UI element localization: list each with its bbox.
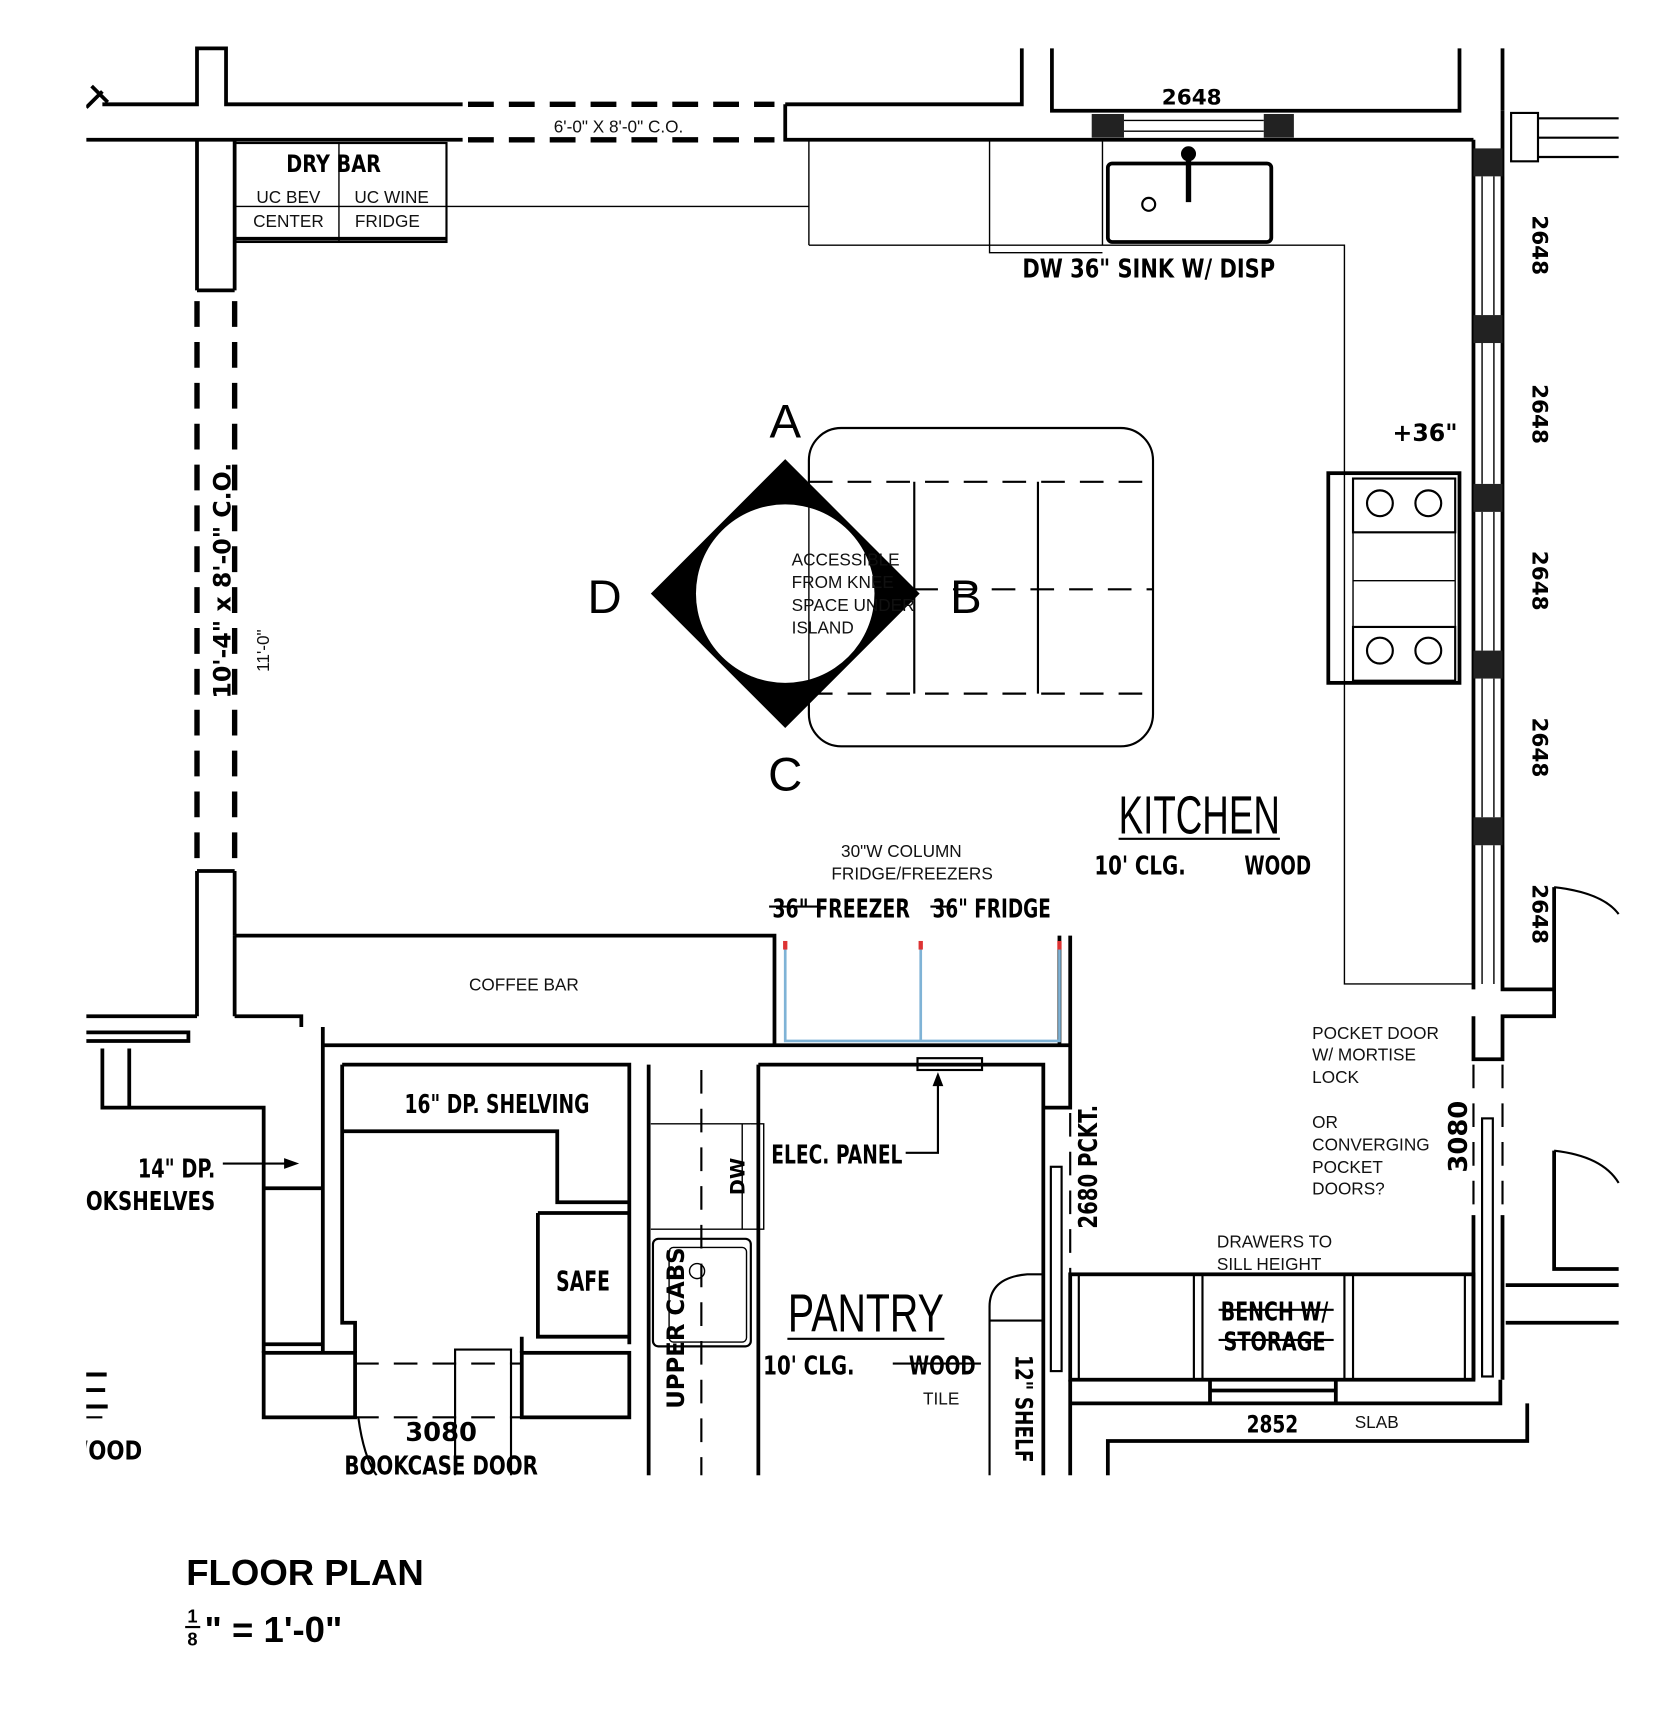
window-label: 2648 bbox=[1527, 884, 1552, 944]
fridge-note: FRIDGE/FREEZERS bbox=[831, 864, 992, 884]
drawing-title: FLOOR PLAN bbox=[186, 1552, 424, 1593]
dry-bar-label: CENTER bbox=[253, 211, 324, 231]
top-opening-label: 6'-0" X 8'-0" C.O. bbox=[554, 116, 684, 136]
window-label: 2648 bbox=[1527, 215, 1552, 275]
lower-walls bbox=[261, 1062, 1046, 1476]
section-label-c: C bbox=[768, 748, 802, 801]
bench-label: STORAGE bbox=[1223, 1328, 1325, 1358]
range-label: +36" bbox=[1393, 419, 1458, 447]
pocket-door-note: POCKET bbox=[1312, 1157, 1383, 1177]
bench-label: BENCH W/ bbox=[1221, 1298, 1329, 1328]
left-dimension: 11'-0" bbox=[253, 629, 273, 672]
scale-numerator: 1 bbox=[187, 1606, 197, 1627]
pocket-door-note: CONVERGING bbox=[1312, 1135, 1429, 1155]
sink-label: DW 36" SINK W/ DISP bbox=[1022, 254, 1275, 284]
pocket-door: 2680 PCKT. POCKET DOOR W/ MORTISE LOCK O… bbox=[1042, 886, 1620, 1380]
pocket-door-note: OR bbox=[1312, 1112, 1338, 1132]
pocket-door-note: POCKET DOOR bbox=[1312, 1023, 1439, 1043]
slab-label: SLAB bbox=[1355, 1412, 1399, 1432]
shelf-label: 12" SHELF bbox=[1009, 1355, 1037, 1463]
upper-cabs-label: UPPER CABS bbox=[662, 1247, 690, 1408]
section-label-b: B bbox=[950, 571, 982, 624]
fridge-note: 30"W COLUMN bbox=[841, 841, 962, 861]
sink-counter: DW 36" SINK W/ DISP bbox=[808, 139, 1474, 985]
window-label: 2648 bbox=[1527, 384, 1552, 444]
right-windows: 2648 2648 2648 2648 2648 bbox=[1473, 148, 1552, 984]
top-window-label: 2648 bbox=[1162, 85, 1222, 110]
room-floor: WOOD bbox=[65, 1436, 142, 1466]
room-floor: WOOD bbox=[1244, 851, 1311, 881]
bookshelves-depth: 14" DP. bbox=[138, 1155, 215, 1185]
shelving-label: 16" DP. SHELVING bbox=[405, 1090, 590, 1120]
island-note: FROM KNEE bbox=[792, 572, 894, 592]
dw-label: DW bbox=[726, 1158, 749, 1195]
room-ceiling: 10' CLG. bbox=[1094, 851, 1185, 881]
room-floor: TILE bbox=[923, 1388, 959, 1408]
fridge-label: 36" FRIDGE bbox=[933, 894, 1051, 924]
top-window: 2648 bbox=[1091, 85, 1294, 138]
walls bbox=[86, 46, 1619, 1353]
top-opening: 6'-0" X 8'-0" C.O. bbox=[467, 101, 775, 143]
island-note: ISLAND bbox=[792, 617, 854, 637]
island: ACCESSIBLE FROM KNEE SPACE UNDER ISLAND … bbox=[587, 396, 1155, 801]
range: +36" bbox=[1326, 419, 1462, 685]
room-floor-old: WOOD bbox=[909, 1351, 976, 1381]
section-label-a: A bbox=[769, 396, 801, 449]
island-note: SPACE UNDER bbox=[792, 595, 915, 615]
room-name-fragment: E bbox=[75, 1362, 109, 1420]
bookcase-door-size: 3080 bbox=[405, 1418, 477, 1448]
bench-note: DRAWERS TO bbox=[1217, 1231, 1332, 1251]
bookshelves-label: BOOKSHELVES bbox=[54, 1187, 215, 1217]
bench: DRAWERS TO SILL HEIGHT BENCH W/ STORAGE … bbox=[1068, 1231, 1530, 1476]
dry-bar: DRY BAR UC BEV CENTER UC WINE FRIDGE bbox=[233, 139, 810, 246]
window-label: 2648 bbox=[1527, 551, 1552, 611]
scale-denominator: 8 bbox=[187, 1628, 197, 1649]
elec-panel-label: ELEC. PANEL bbox=[771, 1141, 902, 1171]
dry-bar-label: UC BEV bbox=[256, 187, 321, 207]
fridge-column: 30"W COLUMN FRIDGE/FREEZERS 36" FREEZER … bbox=[769, 841, 1062, 1043]
island-note: ACCESSIBLE bbox=[792, 550, 900, 570]
door-size: 3080 bbox=[1444, 1101, 1474, 1173]
room-name: KITCHEN bbox=[1119, 785, 1280, 845]
room-name: PANTRY bbox=[788, 1283, 944, 1343]
room-ceiling: 10' CLG. bbox=[763, 1351, 854, 1381]
kitchen-label: KITCHEN 10' CLG. WOOD bbox=[1094, 785, 1311, 881]
coffee-bar-label: COFFEE BAR bbox=[469, 974, 579, 994]
pocket-door-note: DOORS? bbox=[1312, 1179, 1385, 1199]
pocket-door-size: 2680 PCKT. bbox=[1074, 1105, 1104, 1229]
section-label-d: D bbox=[587, 571, 621, 624]
pocket-door-note: LOCK bbox=[1312, 1067, 1359, 1087]
drawing-scale: " = 1'-0" bbox=[205, 1609, 343, 1650]
left-opening-label: 10'-4" x 8'-0" C.O. bbox=[208, 463, 236, 699]
safe-label: SAFE bbox=[556, 1264, 610, 1297]
pocket-door-note: W/ MORTISE bbox=[1312, 1044, 1416, 1064]
title-block: FLOOR PLAN 1 8 " = 1'-0" bbox=[185, 1552, 424, 1650]
window-label: 2852 bbox=[1247, 1410, 1299, 1438]
window-label: 2648 bbox=[1527, 717, 1552, 777]
dry-bar-label: FRIDGE bbox=[355, 211, 420, 231]
dry-bar-title: DRY BAR bbox=[286, 150, 381, 178]
freezer-label: 36" FREEZER bbox=[772, 894, 910, 924]
pantry-label: DW UPPER CABS ELEC. PANEL PANTRY 10' CLG… bbox=[662, 1057, 1044, 1476]
dry-bar-label: UC WINE bbox=[354, 187, 428, 207]
bench-note: SILL HEIGHT bbox=[1217, 1254, 1322, 1274]
bookcase-door-label: BOOKCASE DOOR bbox=[344, 1451, 538, 1481]
